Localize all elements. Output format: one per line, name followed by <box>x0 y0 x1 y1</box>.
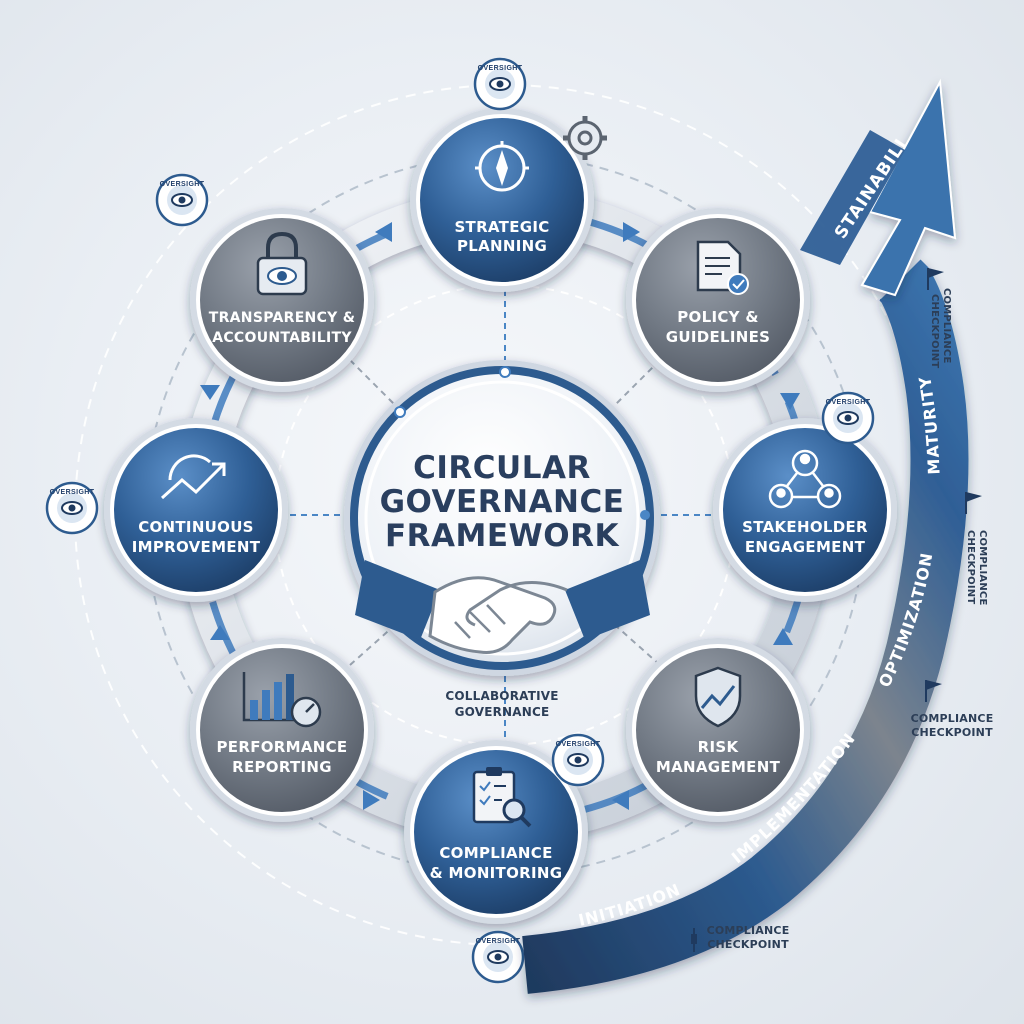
center-title-line1: CIRCULAR <box>413 450 591 486</box>
oversight-label: OVERSIGHT <box>478 65 523 72</box>
people-network-icon <box>768 449 842 509</box>
shield-icon <box>694 666 742 728</box>
node-continuous-improvement-line2: IMPROVEMENT <box>132 538 261 556</box>
oversight-label: OVERSIGHT <box>826 399 871 406</box>
document-icon <box>696 240 749 295</box>
compliance-checkpoint-3-line2: CHECKPOINT <box>911 726 993 739</box>
node-continuous-improvement-line1: CONTINUOUS <box>138 518 254 536</box>
flag-icon <box>691 928 697 952</box>
center-title-line3: FRAMEWORK <box>385 518 619 554</box>
node-risk-management-line2: MANAGEMENT <box>656 758 781 776</box>
node-strategic-planning-line1: STRATEGIC <box>454 218 549 236</box>
compliance-checkpoint-1: COMPLIANCE CHECKPOINT <box>927 268 952 368</box>
oversight-badge-bottom: OVERSIGHT <box>471 930 525 984</box>
node-strategic-planning[interactable]: STRATEGIC PLANNING <box>410 108 594 292</box>
node-stakeholder-engagement-line2: ENGAGEMENT <box>745 538 866 556</box>
compass-icon <box>475 141 529 192</box>
oversight-label: OVERSIGHT <box>476 938 521 945</box>
padlock-eye-icon <box>256 231 308 296</box>
node-stakeholder-engagement[interactable]: STAKEHOLDER ENGAGEMENT <box>713 418 897 602</box>
clipboard-search-icon <box>472 767 532 828</box>
compliance-checkpoint-1-line1: COMPLIANCE <box>941 288 952 364</box>
node-risk-management-line1: RISK <box>698 738 740 756</box>
oversight-label: OVERSIGHT <box>556 741 601 748</box>
center-subtitle-line2: GOVERNANCE <box>455 705 550 719</box>
node-policy-guidelines-line1: POLICY & <box>677 308 758 326</box>
node-policy-guidelines[interactable]: POLICY & GUIDELINES <box>626 208 810 392</box>
bar-chart-gauge-icon <box>242 672 322 728</box>
trend-arrow-icon <box>160 454 226 500</box>
compliance-checkpoint-3-line1: COMPLIANCE <box>911 712 994 725</box>
center-subtitle-line1: COLLABORATIVE <box>445 689 558 703</box>
node-compliance-monitoring-line2: & MONITORING <box>430 864 563 882</box>
compliance-checkpoint-4-line2: CHECKPOINT <box>707 938 789 951</box>
node-performance-reporting-line2: REPORTING <box>232 758 332 776</box>
handshake-icon <box>355 560 650 654</box>
oversight-badge-upper-left: OVERSIGHT <box>155 173 209 227</box>
oversight-badge-top: OVERSIGHT <box>473 57 527 111</box>
center-title-line2: GOVERNANCE <box>380 484 625 520</box>
node-transparency-accountability[interactable]: TRANSPARENCY & ACCOUNTABILITY <box>190 208 374 392</box>
node-continuous-improvement[interactable]: CONTINUOUS IMPROVEMENT <box>104 418 288 602</box>
node-compliance-monitoring-line1: COMPLIANCE <box>439 844 552 862</box>
compliance-checkpoint-2: COMPLIANCE CHECKPOINT <box>965 492 988 606</box>
oversight-label: OVERSIGHT <box>160 181 205 188</box>
node-performance-reporting-line1: PERFORMANCE <box>217 738 348 756</box>
compliance-checkpoint-3: COMPLIANCE CHECKPOINT <box>911 680 994 739</box>
node-transparency-accountability-line2: ACCOUNTABILITY <box>212 330 352 346</box>
node-performance-reporting[interactable]: PERFORMANCE REPORTING <box>190 638 374 822</box>
compliance-checkpoint-4: COMPLIANCE CHECKPOINT <box>691 924 789 952</box>
compliance-checkpoint-2-line2: CHECKPOINT <box>965 530 976 604</box>
flag-icon <box>925 680 942 702</box>
node-policy-guidelines-line2: GUIDELINES <box>666 328 771 346</box>
gear-icon <box>563 116 607 160</box>
compliance-checkpoint-1-line2: CHECKPOINT <box>929 294 940 368</box>
node-strategic-planning-line2: PLANNING <box>457 237 547 255</box>
node-risk-management[interactable]: RISK MANAGEMENT <box>626 638 810 822</box>
oversight-label: OVERSIGHT <box>50 489 95 496</box>
oversight-badge-bottom-right: OVERSIGHT <box>551 733 605 787</box>
ring-flow-arrows <box>200 222 800 810</box>
maturity-arrow <box>522 78 969 994</box>
compliance-checkpoint-2-line1: COMPLIANCE <box>977 530 988 606</box>
flag-icon <box>965 492 982 514</box>
flag-icon <box>927 268 944 290</box>
node-compliance-monitoring[interactable]: COMPLIANCE & MONITORING <box>404 740 588 924</box>
compliance-checkpoint-4-line1: COMPLIANCE <box>707 924 790 937</box>
spokes <box>290 290 715 740</box>
node-stakeholder-engagement-line1: STAKEHOLDER <box>742 518 868 536</box>
oversight-badge-left: OVERSIGHT <box>45 481 99 535</box>
oversight-badge-right: OVERSIGHT <box>821 391 875 445</box>
node-transparency-accountability-line1: TRANSPARENCY & <box>209 310 356 326</box>
